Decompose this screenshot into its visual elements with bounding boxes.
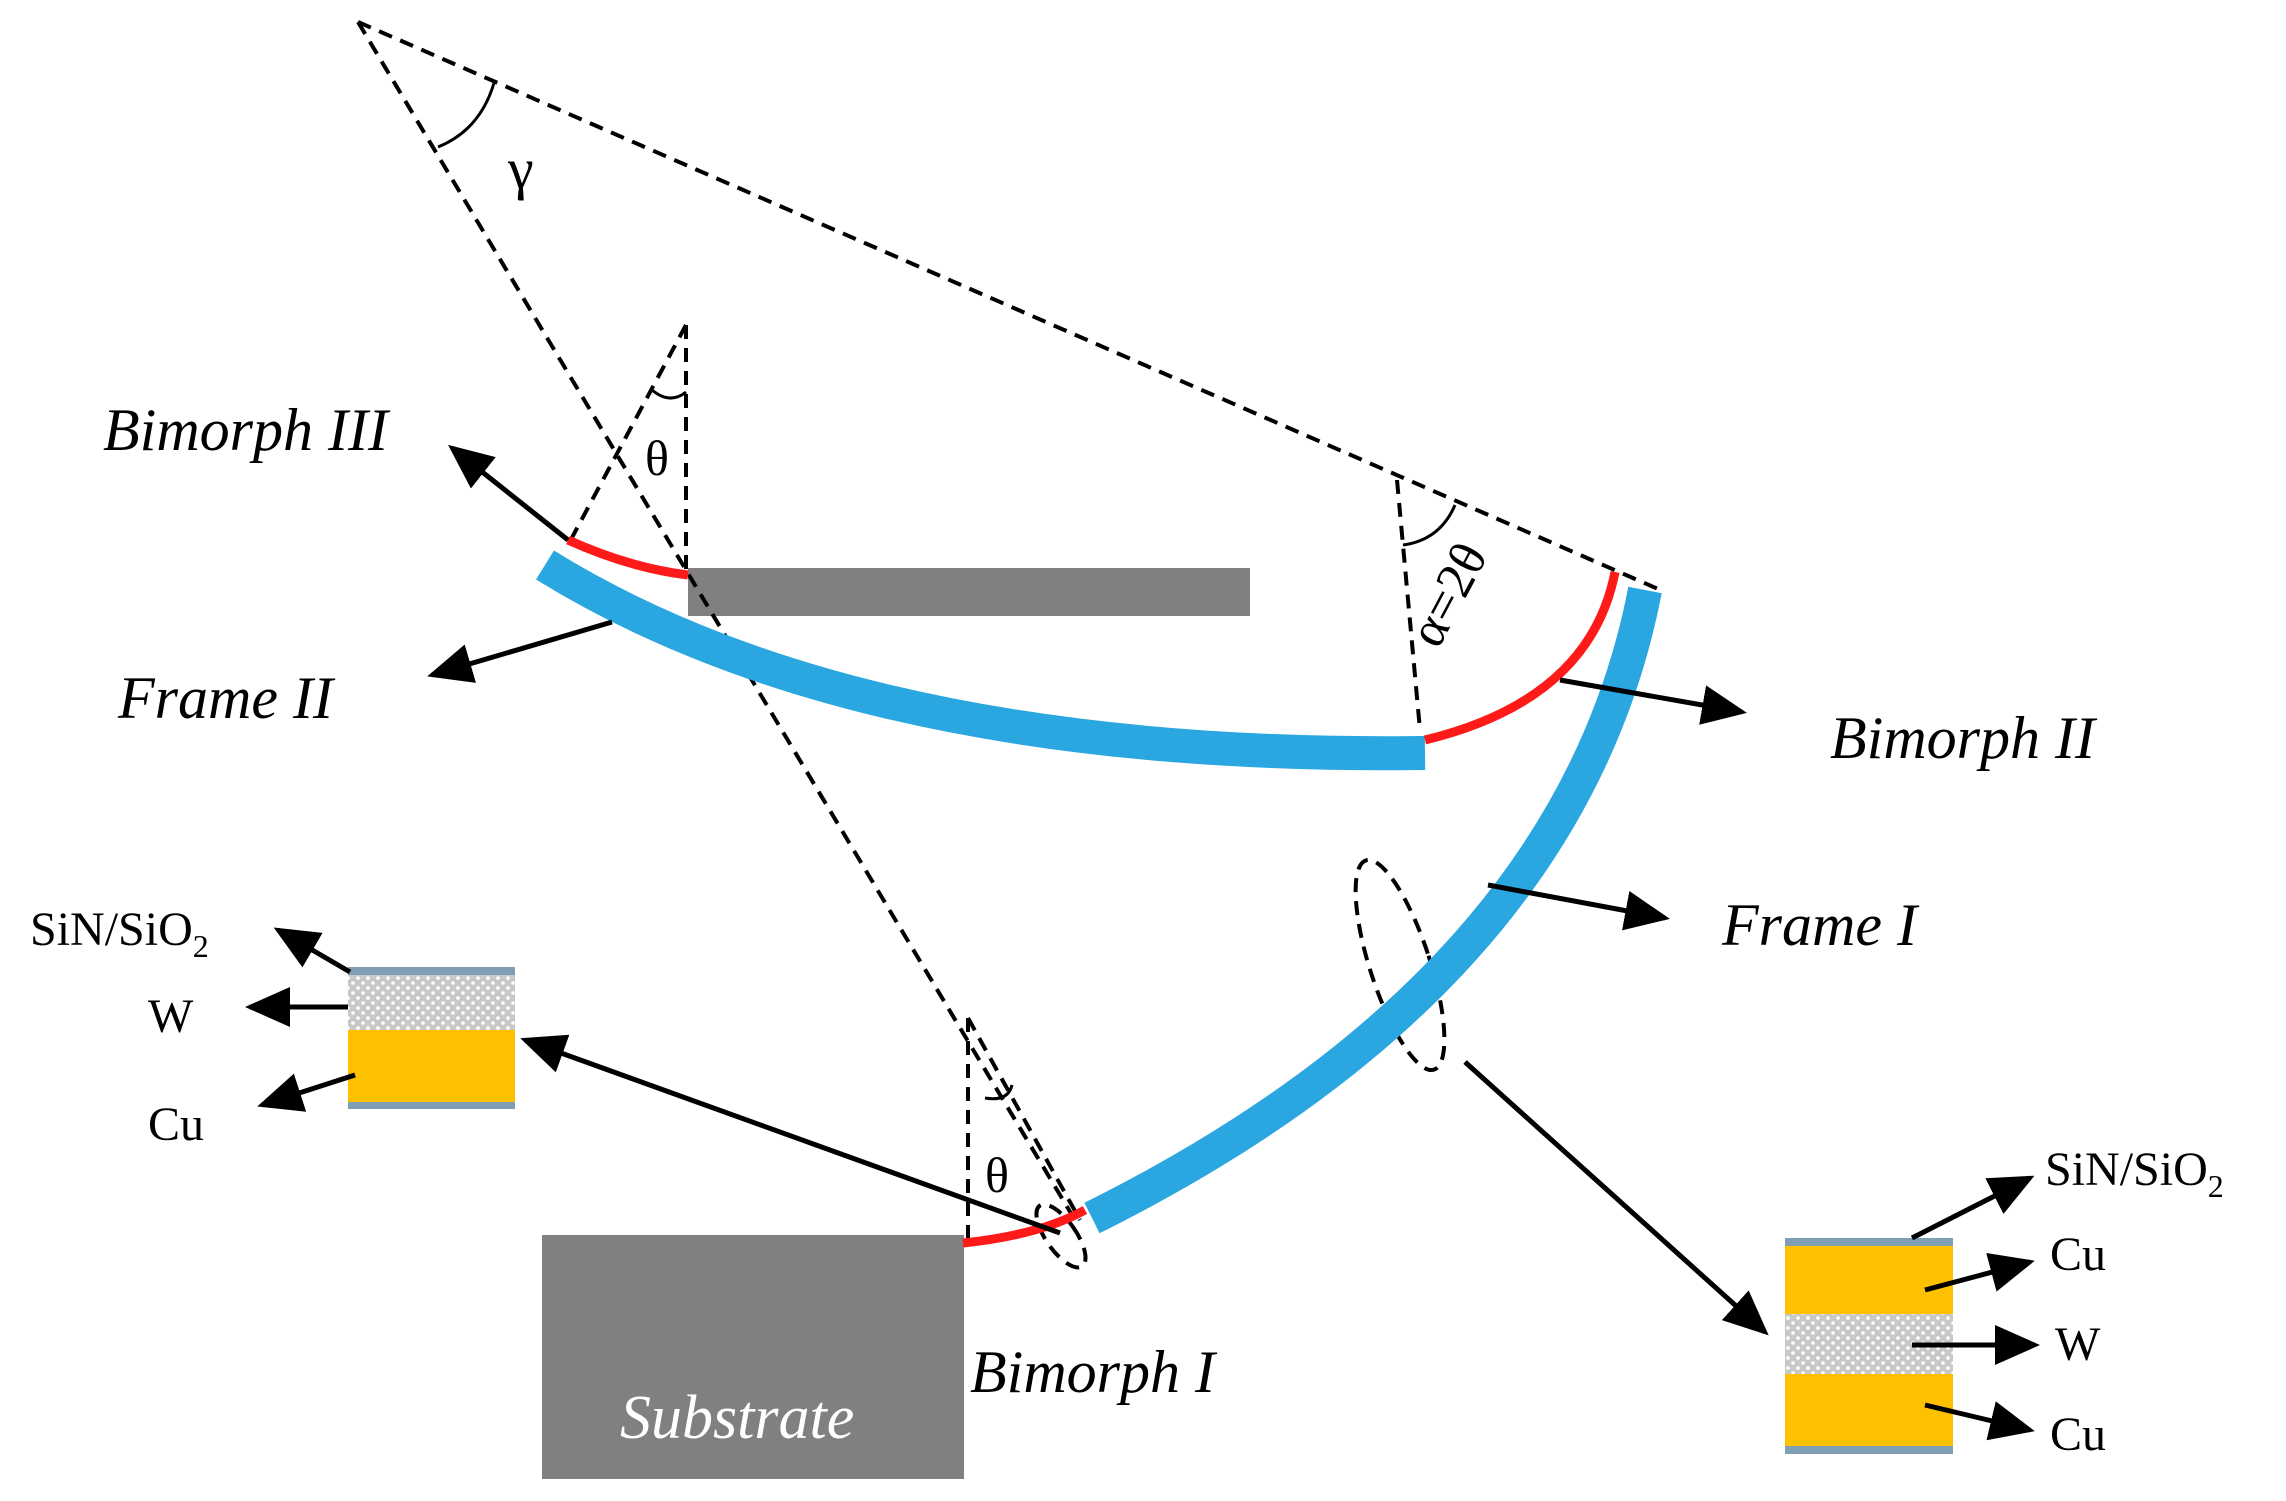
left-layer-stack — [245, 927, 515, 1112]
theta-top-arc — [651, 388, 687, 400]
anchor-bar — [688, 568, 1250, 616]
bimorph-iii-segment — [566, 535, 689, 580]
gamma-arc — [437, 82, 496, 149]
left-copper-label: Cu — [148, 1098, 204, 1151]
theta-bottom-arc — [984, 1084, 1014, 1101]
frame-i-beam — [1084, 586, 1662, 1234]
left-dielectric-top — [348, 967, 515, 975]
right-tungsten-label: W — [2055, 1318, 2101, 1371]
left-copper-layer — [348, 1030, 515, 1102]
left-tungsten-label: W — [148, 990, 194, 1043]
bimorph-i-segment — [962, 1206, 1088, 1248]
substrate-block — [542, 1235, 964, 1479]
theta-top-label: θ — [645, 430, 669, 486]
bimorph-i-label: Bimorph I — [970, 1339, 1218, 1405]
right-copper-bottom-label: Cu — [2050, 1408, 2106, 1461]
left-dielectric-label: SiN/SiO2 — [30, 903, 209, 964]
alpha-arc — [1402, 504, 1457, 547]
gamma-label: γ — [507, 136, 534, 201]
right-dielectric-bottom — [1785, 1446, 1953, 1454]
left-dielectric-bottom — [348, 1102, 515, 1109]
right-copper-top — [1785, 1246, 1953, 1314]
right-layer-stack — [1785, 1175, 2040, 1454]
left-tungsten-layer — [348, 975, 515, 1030]
label-arrows — [427, 444, 1769, 1336]
bimorph-iii-label: Bimorph III — [103, 397, 391, 463]
theta-bottom-label: θ — [985, 1147, 1009, 1203]
substrate-label: Substrate — [620, 1384, 854, 1452]
bimorph-ii-label: Bimorph II — [1830, 705, 2098, 771]
right-dielectric-label: SiN/SiO2 — [2045, 1143, 2224, 1204]
frame-ii-label: Frame II — [117, 665, 336, 731]
construction-lines — [356, 20, 1666, 1270]
frame-i-label: Frame I — [1721, 892, 1920, 958]
frame-ii-beam — [536, 550, 1426, 771]
right-copper-top-label: Cu — [2050, 1228, 2106, 1281]
bimorph-ii-segment — [1423, 571, 1620, 745]
right-dielectric-top — [1785, 1238, 1953, 1246]
right-copper-bottom — [1785, 1374, 1953, 1446]
alpha-label: α=2θ — [1398, 534, 1499, 656]
